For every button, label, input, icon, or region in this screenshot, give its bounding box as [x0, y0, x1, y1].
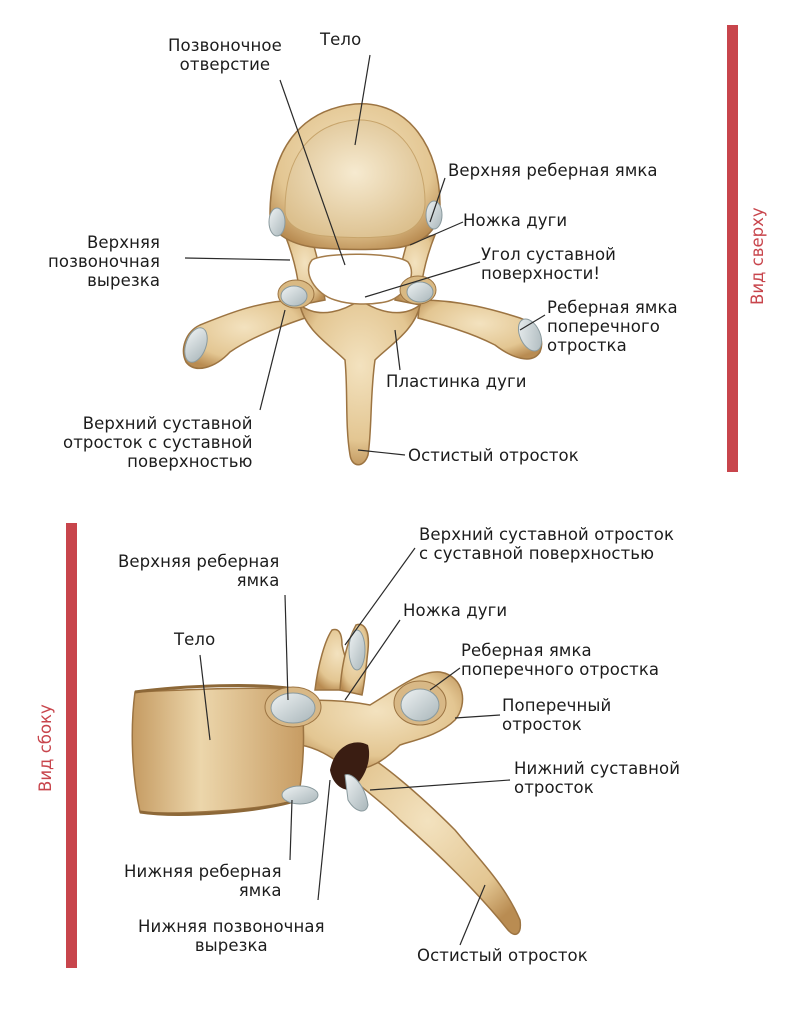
side-label-rebernaya-yamka-poperechnogo: Реберная ямка поперечного отростка: [461, 641, 659, 679]
side-label-nozhka-dugi: Ножка дуги: [403, 601, 507, 620]
top-label-verhnyaya-rebernaya-yamka: Верхняя реберная ямка: [448, 161, 658, 180]
side-label-nizhniy-sustavnoy-otrostok: Нижний суставной отросток: [514, 759, 680, 797]
side-label-nizhnyaya-pozvonochnaya-vyrezka: Нижняя позвоночная вырезка: [138, 917, 325, 955]
top-label-verhnyaya-pozvonochnaya-vyrezka: Верхняя позвоночная вырезка: [48, 233, 160, 290]
side-label-poperechnyy-otrostok: Поперечный отросток: [502, 696, 611, 734]
side-label-verhniy-sustavnoy-otrostok: Верхний суставной отросток с суставной п…: [419, 525, 674, 563]
top-label-ostistyy-otrostok: Остистый отросток: [408, 446, 579, 465]
side-label-ostistyy-otrostok: Остистый отросток: [417, 946, 588, 965]
top-view-accent-bar: [727, 25, 738, 472]
top-label-pozvonochnoe-otverstie: Позвоночное отверстие: [168, 36, 282, 74]
side-view-side-label: Вид сбоку: [36, 704, 55, 792]
top-label-ugol-sustavnoy: Угол суставной поверхности!: [481, 245, 616, 283]
top-label-telo: Тело: [320, 30, 361, 49]
side-label-nizhnyaya-rebernaya-yamka: Нижняя реберная ямка: [124, 862, 282, 900]
top-label-verhniy-sustavnoy-otrostok: Верхний суставной отросток с суставной п…: [63, 414, 253, 471]
side-view-accent-bar: [66, 523, 77, 968]
side-label-telo: Тело: [174, 630, 215, 649]
top-label-nozhka-dugi: Ножка дуги: [463, 211, 567, 230]
side-label-verhnyaya-rebernaya-yamka: Верхняя реберная ямка: [118, 552, 279, 590]
top-view-vertebra: [180, 104, 546, 465]
top-label-plastinka-dugi: Пластинка дуги: [386, 372, 527, 391]
top-label-rebernaya-yamka-poperechnogo: Реберная ямка поперечного отростка: [547, 298, 678, 355]
top-view-side-label: Вид сверху: [748, 207, 767, 305]
